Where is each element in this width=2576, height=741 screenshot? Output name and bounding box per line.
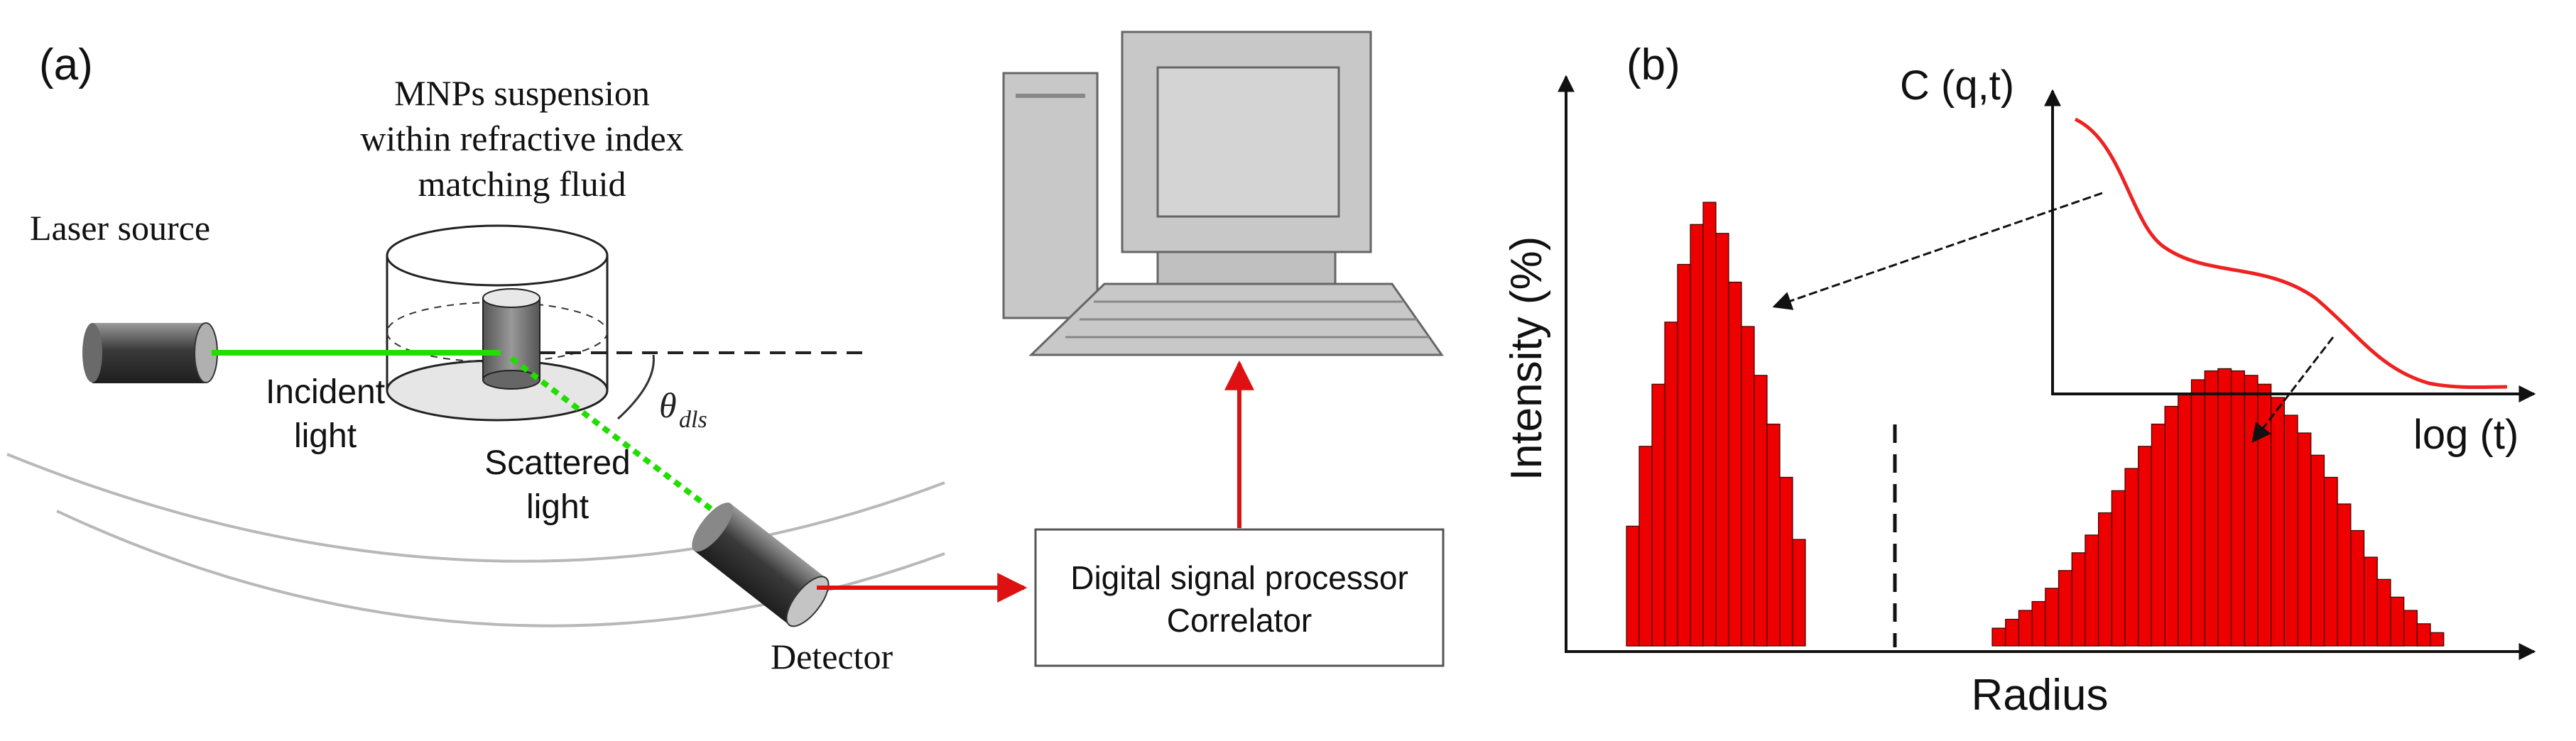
sample-cell xyxy=(386,224,609,422)
panel-a: (a) MNPs suspension within refractive in… xyxy=(6,31,1445,676)
panel-b: (b) Intensity (%) Radius C (q,t) log (t) xyxy=(1502,40,2536,720)
histogram-bar xyxy=(2337,503,2352,647)
histogram-bar xyxy=(2403,610,2418,647)
histogram-bar xyxy=(2430,632,2445,647)
scattered-beam xyxy=(509,356,716,514)
histogram-bar xyxy=(2098,512,2112,647)
histogram-bar xyxy=(2283,415,2298,647)
histogram-bar xyxy=(2018,610,2033,647)
histogram-bar xyxy=(2190,379,2205,647)
histogram-bar xyxy=(2151,423,2165,647)
histogram-bar xyxy=(1690,224,1704,647)
panel-b-label: (b) xyxy=(1626,40,1680,89)
histogram-bar xyxy=(1715,233,1729,647)
svg-text:MNPs suspension: MNPs suspension xyxy=(394,73,650,113)
svg-text:θ: θ xyxy=(659,385,677,425)
histogram-bar xyxy=(2178,393,2192,647)
histogram-bar xyxy=(2271,397,2285,647)
histogram-bar xyxy=(2138,446,2152,647)
histogram-bar xyxy=(2005,618,2019,647)
histogram-bar xyxy=(1728,281,1742,647)
svg-text:light: light xyxy=(294,417,357,455)
histogram-bar xyxy=(2164,405,2179,647)
histogram-bar xyxy=(2350,529,2365,647)
suspension-label: MNPs suspension within refractive index … xyxy=(360,73,683,204)
svg-text:Scattered: Scattered xyxy=(484,444,630,482)
svg-text:within refractive index: within refractive index xyxy=(360,119,683,158)
histogram-bars xyxy=(1626,202,2445,647)
scattering-angle-arc xyxy=(616,354,655,420)
histogram-bar xyxy=(1779,476,1793,647)
histogram-bar xyxy=(2111,490,2126,647)
histogram-bar xyxy=(2376,578,2391,647)
signal-processor-box: Digital signal processor Correlator xyxy=(1034,528,1445,667)
x-axis-label: Radius xyxy=(1972,671,2109,720)
histogram-bar xyxy=(1792,539,1806,647)
laser-source xyxy=(82,322,218,383)
histogram-bar xyxy=(1754,375,1768,647)
inset-x-label: log (t) xyxy=(2413,412,2518,458)
svg-text:matching fluid: matching fluid xyxy=(418,164,626,204)
theta-label: θ dls xyxy=(659,385,707,433)
histogram-bar xyxy=(1638,446,1653,647)
histogram-bar xyxy=(1766,423,1781,647)
correlation-curve xyxy=(2074,117,2508,390)
slow-decay-pointer-arrow xyxy=(2251,336,2335,444)
histogram-bar xyxy=(2124,468,2139,647)
histogram-bar xyxy=(2244,375,2259,647)
histogram-bar xyxy=(1651,383,1665,647)
histogram-bar xyxy=(1626,525,1640,647)
histogram-bar xyxy=(1741,326,1755,647)
histogram-bar xyxy=(1991,627,2006,647)
svg-text:light: light xyxy=(526,488,589,526)
histogram-bar xyxy=(2310,454,2325,647)
histogram-bar xyxy=(2390,596,2405,647)
histogram-bar xyxy=(2231,370,2245,647)
processor-label-line1: Digital signal processor xyxy=(1070,559,1408,596)
histogram-bar xyxy=(2297,432,2312,647)
histogram-bar xyxy=(2217,368,2232,647)
histogram-bar xyxy=(2045,588,2060,647)
histogram-bar xyxy=(2071,552,2086,647)
histogram-bar xyxy=(2058,570,2072,647)
histogram-bar xyxy=(2323,476,2338,647)
laser-source-label: Laser source xyxy=(30,208,210,248)
svg-text:Incident: Incident xyxy=(266,373,385,411)
detector-label: Detector xyxy=(771,637,893,676)
histogram-bar xyxy=(2031,600,2046,647)
histogram-bar xyxy=(2085,534,2099,647)
histogram-bar xyxy=(2364,556,2378,647)
histogram-bar xyxy=(2257,383,2272,647)
incident-light-label: Incident light xyxy=(266,373,385,455)
histogram-bar xyxy=(1702,202,1717,647)
y-axis-label: Intensity (%) xyxy=(1502,236,1551,481)
histogram-bar xyxy=(2416,623,2431,647)
histogram-bar xyxy=(1664,322,1678,647)
inset-y-label: C (q,t) xyxy=(1900,62,2014,109)
scattered-light-label: Scattered light xyxy=(484,444,630,526)
histogram-bar xyxy=(1677,263,1691,647)
processor-label-line2: Correlator xyxy=(1167,602,1313,639)
histogram-bar xyxy=(2204,370,2219,647)
computer-icon xyxy=(1002,31,1444,356)
panel-a-label: (a) xyxy=(39,40,93,89)
detector xyxy=(692,503,830,627)
svg-text:dls: dls xyxy=(679,407,707,433)
fast-decay-pointer-arrow xyxy=(1772,192,2103,310)
